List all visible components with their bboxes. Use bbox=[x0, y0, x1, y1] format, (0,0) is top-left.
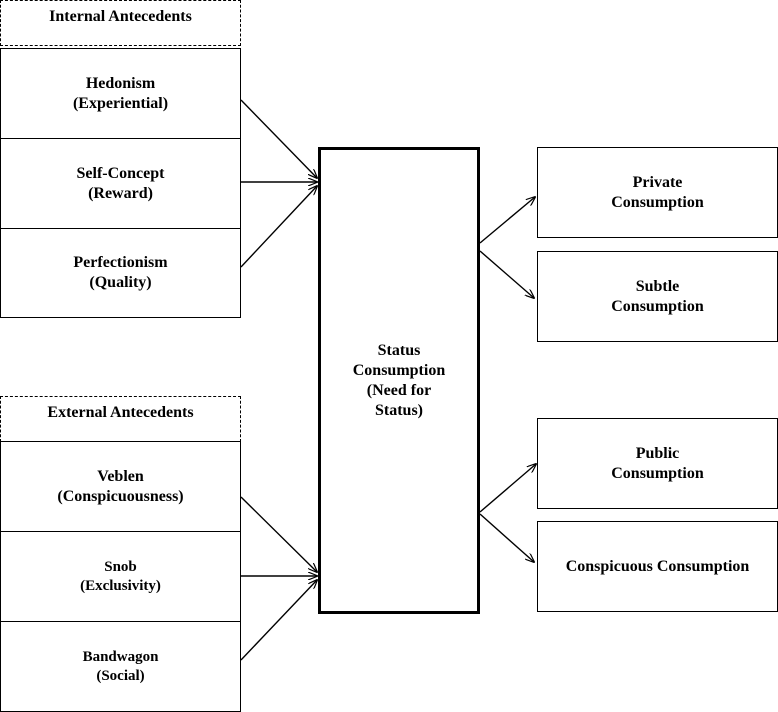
private-consumption-line1: Private bbox=[632, 173, 683, 191]
bandwagon-sublabel: (Social) bbox=[96, 667, 145, 684]
arrow-perfectionism-to-status bbox=[240, 186, 317, 268]
status-consumption-line2: Consumption bbox=[352, 361, 446, 379]
arrow-bandwagon-to-status bbox=[240, 580, 317, 661]
public-consumption-line1: Public bbox=[635, 444, 680, 462]
internal-antecedents-title: Internal Antecedents bbox=[49, 8, 192, 25]
perfectionism-sublabel: (Quality) bbox=[89, 274, 152, 291]
bandwagon-box: Bandwagon (Social) bbox=[0, 621, 241, 712]
snob-label: Snob bbox=[104, 558, 137, 575]
hedonism-box: Hedonism (Experiential) bbox=[0, 48, 241, 139]
bandwagon-label: Bandwagon bbox=[82, 648, 159, 665]
conspicuous-consumption-box: Conspicuous Consumption bbox=[537, 521, 778, 612]
self-concept-label: Self-Concept bbox=[76, 164, 165, 182]
public-consumption-line2: Consumption bbox=[611, 464, 704, 482]
arrow-status-to-subtle bbox=[479, 250, 534, 298]
hedonism-sublabel: (Experiential) bbox=[72, 94, 169, 112]
conspicuous-consumption-line1: Conspicuous Consumption bbox=[565, 557, 750, 575]
arrow-veblen-to-status bbox=[240, 496, 317, 572]
arrow-hedonism-to-status bbox=[240, 99, 317, 178]
private-consumption-box: Private Consumption bbox=[537, 147, 778, 238]
perfectionism-label: Perfectionism bbox=[73, 254, 168, 271]
arrow-status-to-public bbox=[479, 464, 536, 513]
status-consumption-line4: Status) bbox=[374, 401, 423, 419]
subtle-consumption-line1: Subtle bbox=[635, 277, 680, 295]
self-concept-sublabel: (Reward) bbox=[88, 184, 153, 202]
private-consumption-line2: Consumption bbox=[611, 193, 704, 211]
arrow-status-to-conspicuous bbox=[479, 513, 534, 562]
subtle-consumption-line2: Consumption bbox=[611, 297, 704, 315]
external-antecedents-header: External Antecedents bbox=[0, 396, 241, 442]
public-consumption-box: Public Consumption bbox=[537, 418, 778, 509]
arrow-status-to-private bbox=[479, 197, 535, 244]
internal-antecedents-header: Internal Antecedents bbox=[0, 0, 241, 46]
status-consumption-line3: (Need for bbox=[366, 381, 432, 399]
external-antecedents-title: External Antecedents bbox=[47, 404, 194, 421]
hedonism-label: Hedonism bbox=[85, 74, 156, 92]
subtle-consumption-box: Subtle Consumption bbox=[537, 251, 778, 342]
veblen-sublabel: (Conspicuousness) bbox=[57, 487, 184, 505]
veblen-label: Veblen bbox=[97, 467, 144, 485]
status-consumption-box: Status Consumption (Need for Status) bbox=[318, 147, 480, 614]
snob-sublabel: (Exclusivity) bbox=[80, 577, 161, 594]
status-consumption-line1: Status bbox=[377, 341, 421, 359]
snob-box: Snob (Exclusivity) bbox=[0, 531, 241, 622]
perfectionism-box: Perfectionism (Quality) bbox=[0, 228, 241, 318]
